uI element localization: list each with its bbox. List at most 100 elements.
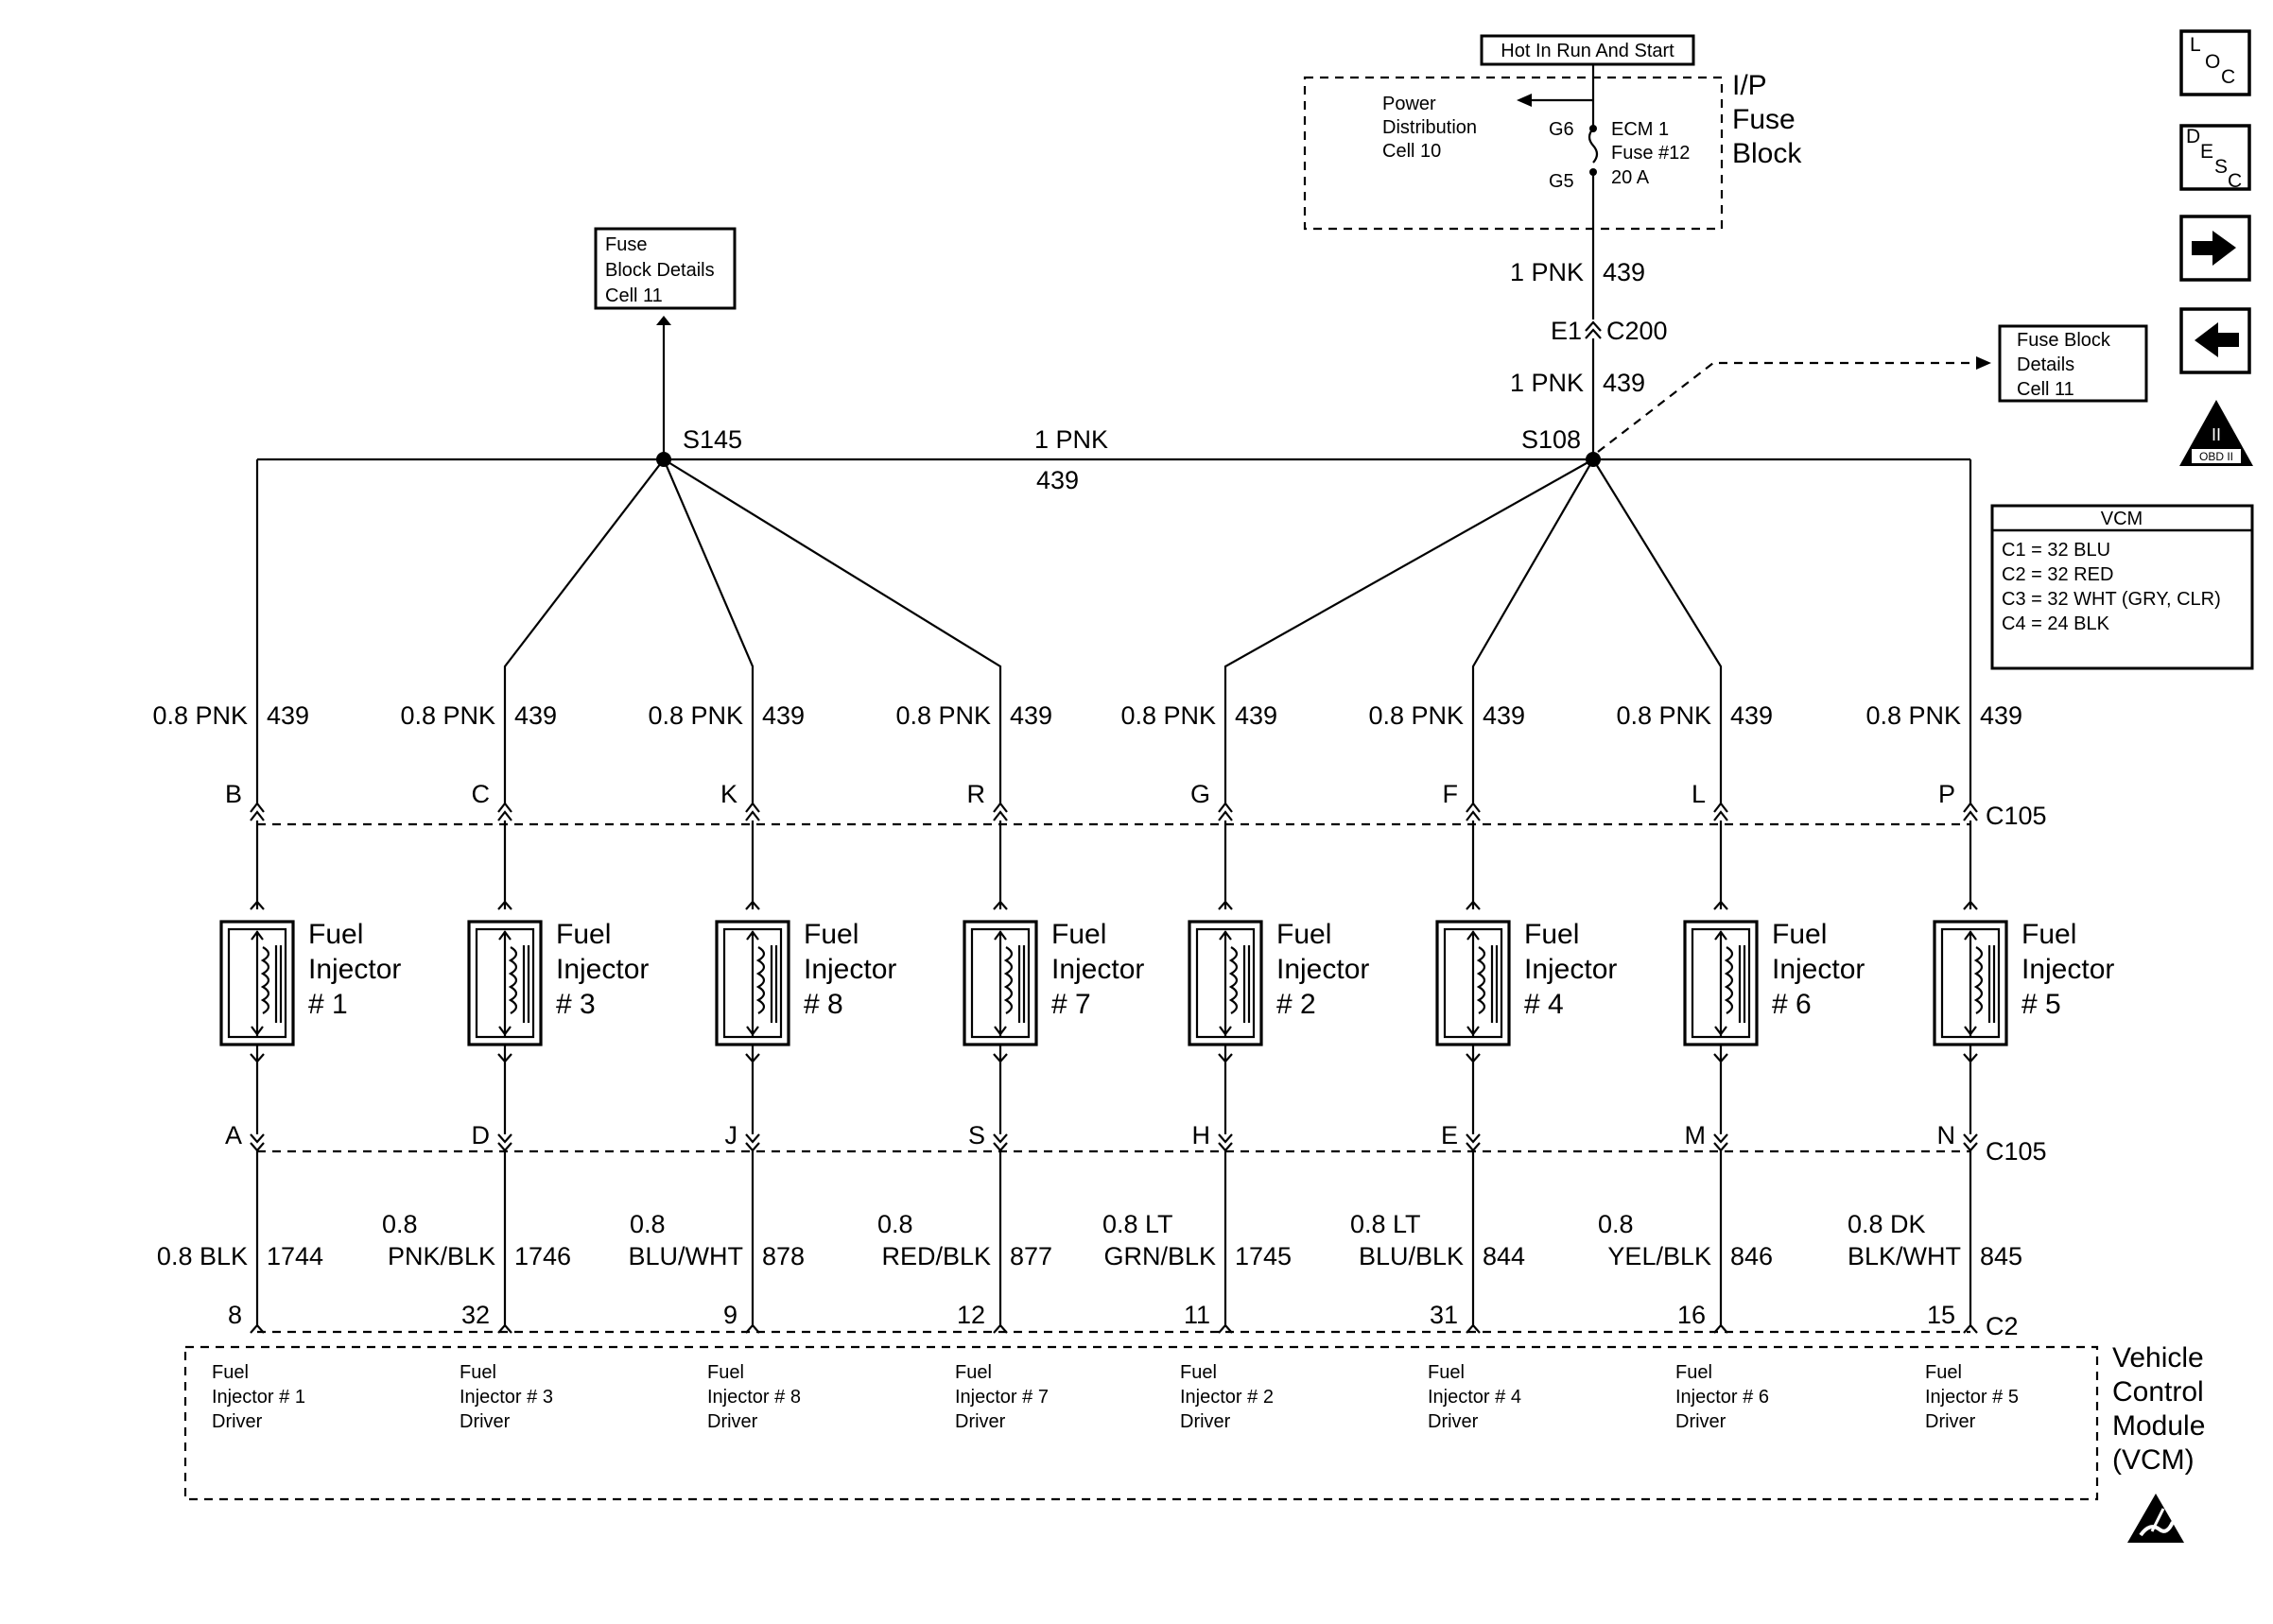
connector-terminal-icon — [1713, 1133, 1728, 1152]
injector-coil-icon — [1724, 946, 1734, 1014]
injector-name-3: # 3 — [556, 989, 596, 1020]
injector-name-1: Fuel — [804, 919, 859, 950]
control-wire-circuit: 845 — [1980, 1242, 2022, 1270]
injector-name-2: Injector — [804, 954, 896, 985]
fuse-text-2: Fuse #12 — [1611, 143, 1690, 164]
vcm-pin-label: 32 — [461, 1301, 490, 1329]
injector-terminal-icon — [1466, 900, 1481, 910]
feed-wire — [503, 458, 665, 803]
feed-wire — [663, 458, 1002, 803]
vcm-legend-line-1: C1 = 32 BLU — [2002, 540, 2110, 561]
vcm-terminal-icon — [1466, 1323, 1481, 1334]
feed-wire-size: 0.8 PNK — [648, 701, 743, 730]
connector-terminal-icon — [993, 802, 1008, 821]
hot-label-box — [1480, 34, 1695, 66]
top-pin-label: C — [472, 780, 491, 808]
c105-bottom-label: C105 — [1986, 1137, 2047, 1166]
ip-fuse-block-name-2: Fuse — [1732, 104, 1796, 135]
control-wire-size-1: 0.8 — [877, 1210, 913, 1238]
terminal-g6: G6 — [1549, 119, 1574, 140]
control-wire-circuit: 877 — [1010, 1242, 1052, 1270]
top-pin-label: K — [720, 780, 737, 808]
splice-s108-label: S108 — [1521, 425, 1581, 454]
injector-name-3: # 7 — [1051, 989, 1091, 1020]
driver-label-2: Injector # 6 — [1675, 1387, 1769, 1408]
injector-name-3: # 2 — [1276, 989, 1316, 1020]
control-wire-size-1: 0.8 LT — [1350, 1210, 1421, 1238]
top-pin-label: L — [1692, 780, 1706, 808]
prev-page-button[interactable] — [2179, 307, 2251, 374]
next-page-button[interactable] — [2179, 215, 2251, 282]
vcm-name-1: Vehicle — [2112, 1342, 2204, 1373]
fuse-block-ref-right-2: Details — [2017, 354, 2074, 375]
driver-label-3: Driver — [1180, 1411, 1231, 1432]
vcm-module: Vehicle Control Module (VCM) — [183, 1342, 2205, 1543]
driver-label-3: Driver — [1675, 1411, 1726, 1432]
bus-wire-circuit: 439 — [1036, 466, 1079, 494]
injector-name-1: Fuel — [308, 919, 363, 950]
feed-wire-circuit: 439 — [1980, 701, 2022, 730]
injector-name-2: Injector — [1772, 954, 1865, 985]
loc-button[interactable]: L O C — [2179, 29, 2251, 96]
driver-label-1: Fuel — [1925, 1362, 1962, 1383]
c200-pin: E1 — [1551, 317, 1582, 345]
terminal-g5: G5 — [1549, 171, 1574, 192]
driver-label-1: Fuel — [1180, 1362, 1217, 1383]
vcm-legend-line-4: C4 = 24 BLK — [2002, 613, 2110, 634]
injector-coil-icon — [260, 946, 270, 1014]
fuse-block-ref-left-box — [594, 227, 737, 310]
vcm-pin-label: 16 — [1677, 1301, 1706, 1329]
bottom-pin-label: A — [225, 1121, 242, 1149]
vcm-name-3: Module — [2112, 1410, 2205, 1442]
vcm-pin-label: 31 — [1430, 1301, 1458, 1329]
driver-label-2: Injector # 5 — [1925, 1387, 2019, 1408]
svg-text:L: L — [2190, 34, 2201, 56]
driver-label-2: Injector # 8 — [707, 1387, 801, 1408]
connector-terminal-icon — [1218, 1133, 1233, 1152]
desc-icon: D E S C — [2186, 126, 2242, 192]
injector-terminal-icon — [1218, 900, 1233, 910]
fuel-injector-2 — [467, 920, 543, 1046]
connector-terminal-icon — [1963, 802, 1978, 821]
fuse-block-ref-right-1: Fuse Block — [2017, 330, 2111, 351]
driver-label-1: Fuel — [1428, 1362, 1465, 1383]
vcm-terminal-icon — [1713, 1323, 1728, 1334]
vcm-pin-label: 8 — [228, 1301, 242, 1329]
feed-wire-circuit: 439 — [1010, 701, 1052, 730]
fuel-injector-3 — [715, 920, 790, 1046]
feed-wire-size: 0.8 PNK — [1865, 701, 1961, 730]
svg-text:E: E — [2200, 141, 2213, 163]
bus-section: S145 S108 1 PNK 439 — [257, 425, 1970, 494]
top-pin-label: B — [225, 780, 242, 808]
supply-section: Hot In Run And Start I/P Fuse Block Powe… — [1303, 34, 1802, 458]
desc-button[interactable]: D E S C — [2179, 124, 2251, 192]
connector-lines: C105 C105 C2 — [257, 802, 2047, 1340]
power-ref-1: Power — [1382, 94, 1436, 114]
connector-terminal-icon — [1713, 802, 1728, 821]
driver-label-3: Driver — [955, 1411, 1006, 1432]
supply-wire-lower-size: 1 PNK — [1510, 369, 1584, 397]
feed-wire-circuit: 439 — [267, 701, 309, 730]
control-wire-size-1: 0.8 — [1598, 1210, 1634, 1238]
control-wire-size-1: 0.8 — [630, 1210, 666, 1238]
injector-name-2: Injector — [1051, 954, 1144, 985]
bottom-pin-label: S — [968, 1121, 985, 1149]
control-wire-size-2: BLK/WHT — [1848, 1242, 1961, 1270]
vcm-pin-label: 12 — [957, 1301, 985, 1329]
connector-terminal-icon — [250, 802, 265, 821]
fuel-injector-1 — [219, 920, 295, 1046]
connector-terminal-icon — [1218, 802, 1233, 821]
control-wire-size-2: PNK/BLK — [388, 1242, 495, 1270]
control-wire-circuit: 1745 — [1235, 1242, 1292, 1270]
vcm-terminal-icon — [497, 1323, 512, 1334]
vcm-pin-label: 15 — [1927, 1301, 1955, 1329]
feed-wire-size: 0.8 PNK — [152, 701, 248, 730]
svg-text:C: C — [2228, 170, 2242, 192]
injector-name-2: Injector — [2021, 954, 2114, 985]
fuse-block-ref-right-dashed-wire — [1597, 361, 1978, 453]
injector-terminal-icon — [250, 900, 265, 910]
